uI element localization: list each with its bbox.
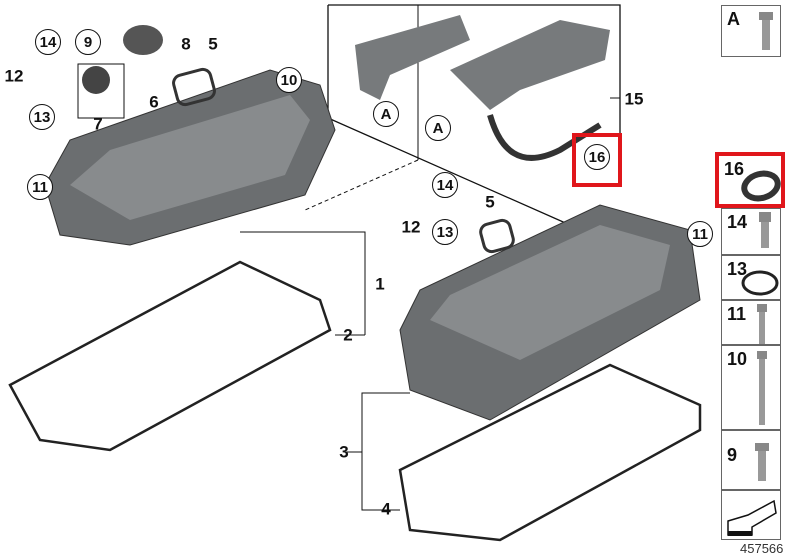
part-label: 14 (727, 212, 748, 232)
arrow-icon (727, 499, 777, 536)
bolt-icon (755, 443, 769, 481)
document-number: 457566 (740, 541, 784, 556)
part-box-14: 14 (721, 208, 781, 255)
callout-8: 8 (181, 34, 191, 54)
left-gasket (8, 260, 332, 452)
long-bolt-icon (757, 351, 767, 425)
callout-14: 14 (432, 172, 458, 198)
callout-13: 13 (29, 104, 55, 130)
inset-frame (328, 4, 621, 170)
o-ring-icon (741, 270, 779, 296)
callout-7: 7 (93, 114, 103, 134)
callout-3: 3 (339, 442, 349, 462)
callout-5: 5 (208, 34, 218, 54)
callout-a: A (373, 101, 399, 127)
callout-13: 13 (432, 219, 458, 245)
callout-4: 4 (381, 499, 391, 519)
callout-12: 12 (401, 217, 421, 237)
bolt-icon (759, 212, 771, 248)
callout-15: 15 (624, 89, 644, 109)
callout-9: 9 (75, 29, 101, 55)
part-box-a: A (721, 5, 781, 57)
part-label: 10 (727, 349, 748, 369)
bolt-icon (757, 304, 767, 344)
callout-16: 16 (584, 144, 610, 170)
bolt-icon (759, 12, 773, 50)
part-label: A (727, 9, 740, 29)
part-label: 16 (724, 159, 745, 179)
callout-14: 14 (35, 29, 61, 55)
part-box-10: 10 (721, 345, 781, 430)
callout-12: 12 (4, 66, 24, 86)
part-label: 13 (727, 259, 748, 279)
highlight-box (572, 133, 622, 187)
part-box-arrow (721, 490, 781, 540)
part-label: 11 (727, 304, 747, 324)
callout-a: A (425, 115, 451, 141)
part-label: 9 (727, 445, 738, 465)
callout-2: 2 (343, 325, 353, 345)
callout-11: 11 (687, 221, 713, 247)
callout-10: 10 (276, 67, 302, 93)
part-box-13: 13 (721, 255, 781, 300)
callout-11: 11 (27, 174, 53, 200)
right-gasket (398, 363, 702, 542)
part-box-16: 16 (715, 152, 785, 208)
callout-6: 6 (149, 92, 159, 112)
part-box-11: 11 (721, 300, 781, 345)
callout-5: 5 (485, 192, 495, 212)
part-box-9: 9 (721, 430, 781, 490)
seal-ring-icon (741, 170, 781, 202)
callout-1: 1 (375, 274, 385, 294)
